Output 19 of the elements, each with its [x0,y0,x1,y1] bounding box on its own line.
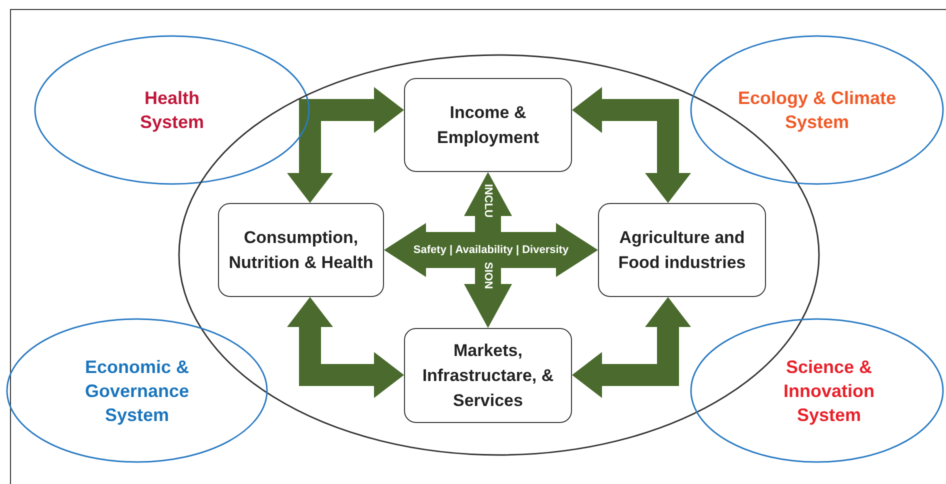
axis-label: SION [482,262,494,289]
process-box [218,203,384,297]
process-box [598,203,766,297]
double-arrow [287,297,404,398]
node-label: Health System [138,87,206,134]
node-label: Agriculture and Food industries [617,227,747,274]
double-arrow [287,87,404,203]
node-label: Economic & Governance System [84,356,190,426]
process-box [404,328,572,423]
edge-label: Safety | Availability | Diversity [411,243,571,257]
node-label: Markets, Infrastructare, & Services [421,340,555,412]
node-label: Income & Employment [436,102,540,149]
node-label: Consumption, Nutrition & Health [228,227,374,274]
axis-label: INCLU [482,184,494,218]
process-box [404,78,572,172]
double-arrow [572,297,691,398]
double-arrow [572,87,691,203]
node-label: Science & Innovation System [782,356,876,426]
node-label: Ecology & Climate System [736,87,898,134]
